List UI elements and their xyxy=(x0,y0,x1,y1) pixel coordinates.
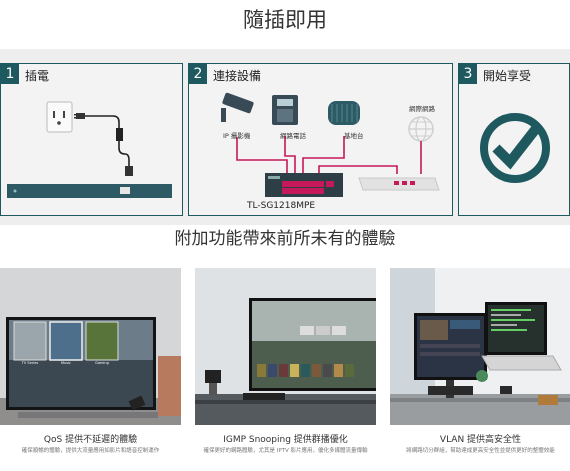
checkmark-icon xyxy=(480,113,550,183)
base-station-label: 基地台 xyxy=(344,132,364,140)
tv-tile-label: Music xyxy=(61,361,71,365)
vlan-photo xyxy=(390,268,570,425)
step-label: 連接設備 xyxy=(213,69,262,83)
router-icon xyxy=(358,177,440,191)
step-3-panel: 3 開始享受 xyxy=(458,63,570,216)
feature-title: VLAN 提供高安全性 xyxy=(439,435,522,445)
step-number: 3 xyxy=(459,64,477,84)
network-label: 網際網路 xyxy=(409,105,435,113)
step-2-panel: 2 連接設備 xyxy=(188,63,453,216)
step-number: 2 xyxy=(189,64,207,84)
qos-photo: TV Series Music Gaming xyxy=(0,268,181,425)
phone-icon xyxy=(272,95,298,125)
feature-title: IGMP Snooping 提供群播優化 xyxy=(223,435,348,445)
feature-description: 確保順暢的體驗，提供大流量應用如影片和語音控制運作 xyxy=(21,448,160,454)
switch-icon xyxy=(265,173,343,197)
camera-icon xyxy=(221,92,254,122)
igmp-photo xyxy=(195,268,376,425)
feature-description: 確保更好的網路體驗，尤其是 IPTV 影片應用，優化多媒體流量傳輸 xyxy=(203,448,368,454)
step-1-panel: 1 插電 xyxy=(0,63,183,216)
step-label: 開始享受 xyxy=(483,69,532,83)
ip-phone-label: 網路電話 xyxy=(280,132,306,140)
step-label: 插電 xyxy=(25,69,50,83)
step-number: 1 xyxy=(1,64,19,84)
page-title: 隨插即用 xyxy=(243,8,327,32)
ip-camera-label: IP 攝影機 xyxy=(223,132,251,140)
tv-tile-label: Gaming xyxy=(95,361,109,365)
base-station-icon xyxy=(328,101,360,125)
globe-icon xyxy=(408,116,434,142)
feature-title: QoS 提供不延遲的體驗 xyxy=(43,435,138,445)
power-illustration xyxy=(7,101,172,198)
connect-illustration xyxy=(221,92,440,197)
section-title: 附加功能帶來前所未有的體驗 xyxy=(174,229,396,249)
model-label: TL-SG1218MPE xyxy=(247,201,316,211)
tv-tile-label: TV Series xyxy=(21,361,39,365)
feature-description: 將網路切分群組，幫助達成更高安全性並提供更好的整體效能 xyxy=(406,448,555,454)
